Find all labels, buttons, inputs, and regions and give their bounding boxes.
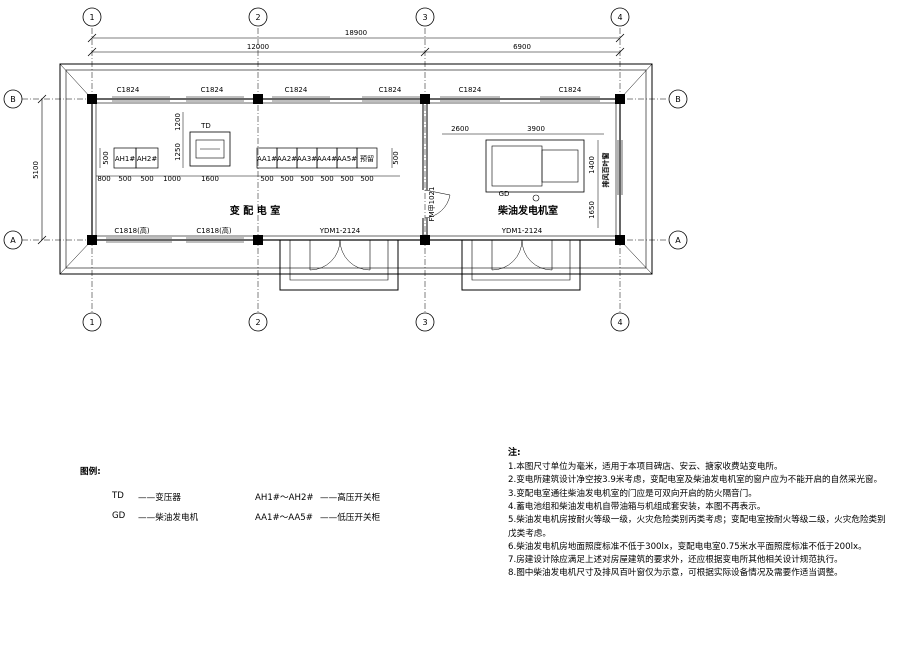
notes-title: 注:: [508, 448, 521, 458]
legend-code: AH1#～AH2#: [255, 493, 314, 503]
legend: 图例: TD ——变压器 AH1#～AH2# ——高压开关柜 GD ——柴油发电…: [80, 465, 400, 531]
axis-label-a-right: A: [675, 236, 681, 245]
notes: 注: 1.本图尺寸单位为毫米，适用于本项目碑店、安云、搪家收费站变电所。 2.变…: [508, 447, 893, 581]
dim-gd-w1: 2600: [451, 125, 469, 133]
note-item: 2.变电所建筑设计净空按3.9米考虑，变配电室及柴油发电机室的窗户应为不能开启的…: [508, 475, 883, 486]
axis-label-b: B: [10, 95, 16, 104]
window-label: C1824: [285, 86, 308, 94]
ah-label: AH2#: [137, 155, 158, 163]
window-label: C1824: [117, 86, 140, 94]
note-item: 6.柴油发电机房地面照度标准不低于300lx，变配电电室0.75米水平面照度标准…: [508, 541, 867, 552]
dim-gd-h2: 1650: [588, 201, 596, 219]
dim-cell: 800: [97, 175, 110, 183]
window-label: C1824: [459, 86, 482, 94]
legend-code: AA1#～AA5#: [255, 513, 313, 523]
axis-label-1: 1: [89, 13, 94, 22]
aa-label: AA3#: [297, 155, 317, 163]
axis-label-4-bottom: 4: [617, 318, 622, 327]
dim-cell: 500: [360, 175, 373, 183]
td-label: TD: [200, 122, 211, 130]
dim-ah-h: 500: [102, 151, 110, 164]
window-label: C1824: [559, 86, 582, 94]
window-label: C1824: [379, 86, 402, 94]
axis-label-2: 2: [255, 13, 260, 22]
aa-label: AA1#: [257, 155, 277, 163]
note-item: 4.蓄电池组和柴油发电机自带油箱与机组成套安装，本图不再表示。: [508, 501, 766, 512]
legend-desc: ——高压开关柜: [320, 493, 381, 503]
room-generator: 柴油发电机室: [497, 204, 558, 217]
dim-cell: 500: [340, 175, 353, 183]
louver-label: 排风百叶窗: [601, 153, 610, 188]
dim-cell: 500: [260, 175, 273, 183]
gd-label: GD: [499, 190, 510, 198]
ah-label: AH1#: [115, 155, 136, 163]
axis-label-3: 3: [422, 13, 427, 22]
door-label: YDM1-2124: [501, 227, 543, 235]
dim-cell: 500: [140, 175, 153, 183]
axis-label-a: A: [10, 236, 16, 245]
window-label-high: C1818(高): [114, 226, 149, 235]
window-label: C1824: [201, 86, 224, 94]
inner-door-label: FM甲1021: [428, 187, 436, 222]
dim-td-w: 1250: [174, 143, 182, 161]
window-label-high: C1818(高): [196, 226, 231, 235]
legend-desc: ——柴油发电机: [138, 513, 199, 523]
room-substation: 变 配 电 室: [230, 204, 280, 217]
dim-cell: 500: [320, 175, 333, 183]
dim-cell: 500: [300, 175, 313, 183]
legend-title: 图例:: [80, 467, 101, 477]
aa-label: AA2#: [277, 155, 297, 163]
note-item: 7.房建设计除应满足上述对房屋建筑的要求外，还应根据变电所其他相关设计规范执行。: [508, 555, 843, 566]
dim-cell: 1000: [163, 175, 181, 183]
note-item: 5.柴油发电机房按耐火等级一级，火灾危险类别丙类考虑；变配电室按耐火等级二级，火…: [508, 515, 886, 539]
axis-label-2-bottom: 2: [255, 318, 260, 327]
dim-aa-h: 500: [392, 151, 400, 164]
dim-height: 5100: [32, 161, 40, 179]
aa-label: AA4#: [317, 155, 337, 163]
dim-gd-h1: 1400: [588, 156, 596, 174]
aa-label: 预留: [360, 154, 374, 163]
aa-label: AA5#: [337, 155, 357, 163]
dim-total: 18900: [345, 29, 367, 37]
axis-label-1-bottom: 1: [89, 318, 94, 327]
dim-left: 12000: [247, 43, 269, 51]
axis-label-4: 4: [617, 13, 622, 22]
dim-right: 6900: [513, 43, 531, 51]
door-label: YDM1-2124: [319, 227, 361, 235]
note-item: 3.变配电室通往柴油发电机室的门应是可双向开启的防火隔音门。: [508, 488, 757, 499]
legend-code: TD: [112, 491, 124, 501]
legend-code: GD: [112, 511, 126, 521]
dim-td-side: 1600: [201, 175, 219, 183]
note-item: 1.本图尺寸单位为毫米，适用于本项目碑店、安云、搪家收费站变电所。: [508, 461, 783, 472]
dim-cell: 500: [118, 175, 131, 183]
axis-label-3-bottom: 3: [422, 318, 427, 327]
dim-td-gap: 1200: [174, 113, 182, 131]
dim-cell: 500: [280, 175, 293, 183]
axis-label-b-right: B: [675, 95, 681, 104]
legend-desc: ——低压开关柜: [320, 513, 381, 523]
legend-desc: ——变压器: [138, 493, 181, 503]
dim-gd-w2: 3900: [527, 125, 545, 133]
note-item: 8.图中柴油发电机尺寸及排风百叶窗仅为示意，可根据实际设备情况及需要作适当调整。: [508, 568, 843, 579]
